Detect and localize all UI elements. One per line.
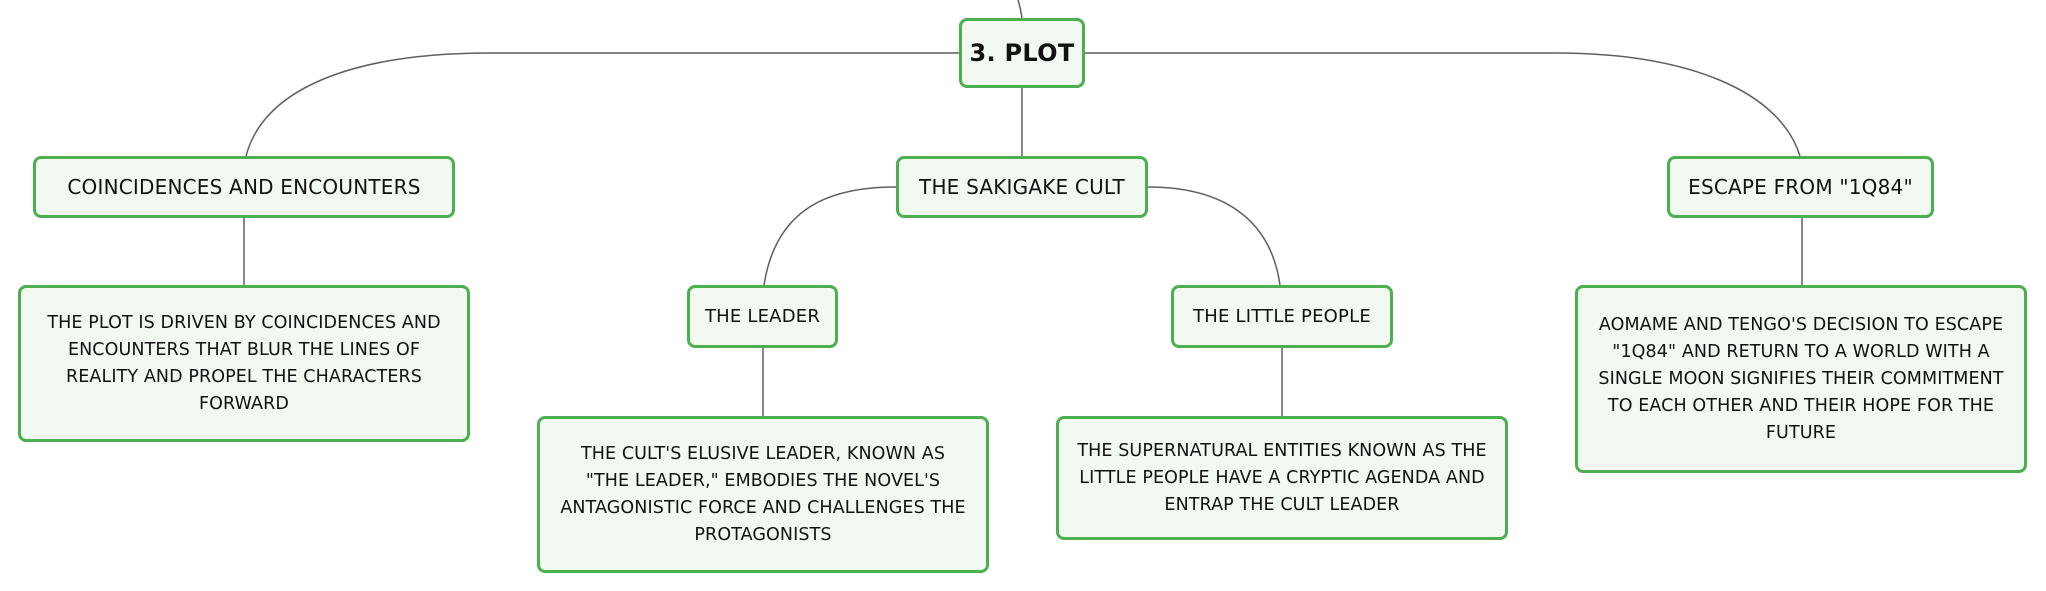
root-node-label: 3. PLOT [969, 39, 1075, 67]
description-node-escape[interactable]: AOMAME AND TENGO'S DECISION TO ESCAPE "1… [1575, 285, 2027, 473]
connector-root-escape [1085, 52, 1801, 157]
description-text: THE SUPERNATURAL ENTITIES KNOWN AS THE L… [1077, 440, 1487, 515]
topic-node-coincidences[interactable]: COINCIDENCES AND ENCOUNTERS [33, 156, 455, 218]
connector-incoming-root [1017, 0, 1023, 19]
topic-node-sakigake-cult[interactable]: THE SAKIGAKE CULT [896, 156, 1148, 218]
connector-sakigake-leader [763, 186, 897, 286]
description-node-leader[interactable]: THE CULT'S ELUSIVE LEADER, KNOWN AS "THE… [537, 416, 989, 573]
subtopic-node-label: THE LEADER [704, 306, 821, 327]
subtopic-node-label: THE LITTLE PEOPLE [1193, 306, 1371, 327]
description-text: THE CULT'S ELUSIVE LEADER, KNOWN AS "THE… [560, 443, 966, 545]
description-node-coincidences[interactable]: THE PLOT IS DRIVEN BY COINCIDENCES AND E… [18, 285, 470, 442]
subtopic-node-little-people[interactable]: THE LITTLE PEOPLE [1171, 285, 1393, 348]
description-text: AOMAME AND TENGO'S DECISION TO ESCAPE "1… [1598, 314, 2004, 443]
topic-node-label: ESCAPE FROM "1Q84" [1688, 175, 1913, 199]
topic-node-label: THE SAKIGAKE CULT [919, 175, 1125, 199]
root-node-plot[interactable]: 3. PLOT [959, 18, 1085, 88]
connector-sakigake-littlepeople [1147, 186, 1281, 286]
topic-node-escape[interactable]: ESCAPE FROM "1Q84" [1667, 156, 1934, 218]
description-text: THE PLOT IS DRIVEN BY COINCIDENCES AND E… [47, 312, 441, 414]
subtopic-node-leader[interactable]: THE LEADER [687, 285, 838, 348]
topic-node-label: COINCIDENCES AND ENCOUNTERS [67, 175, 421, 199]
description-node-little-people[interactable]: THE SUPERNATURAL ENTITIES KNOWN AS THE L… [1056, 416, 1508, 540]
connector-root-coincidences [245, 52, 960, 157]
